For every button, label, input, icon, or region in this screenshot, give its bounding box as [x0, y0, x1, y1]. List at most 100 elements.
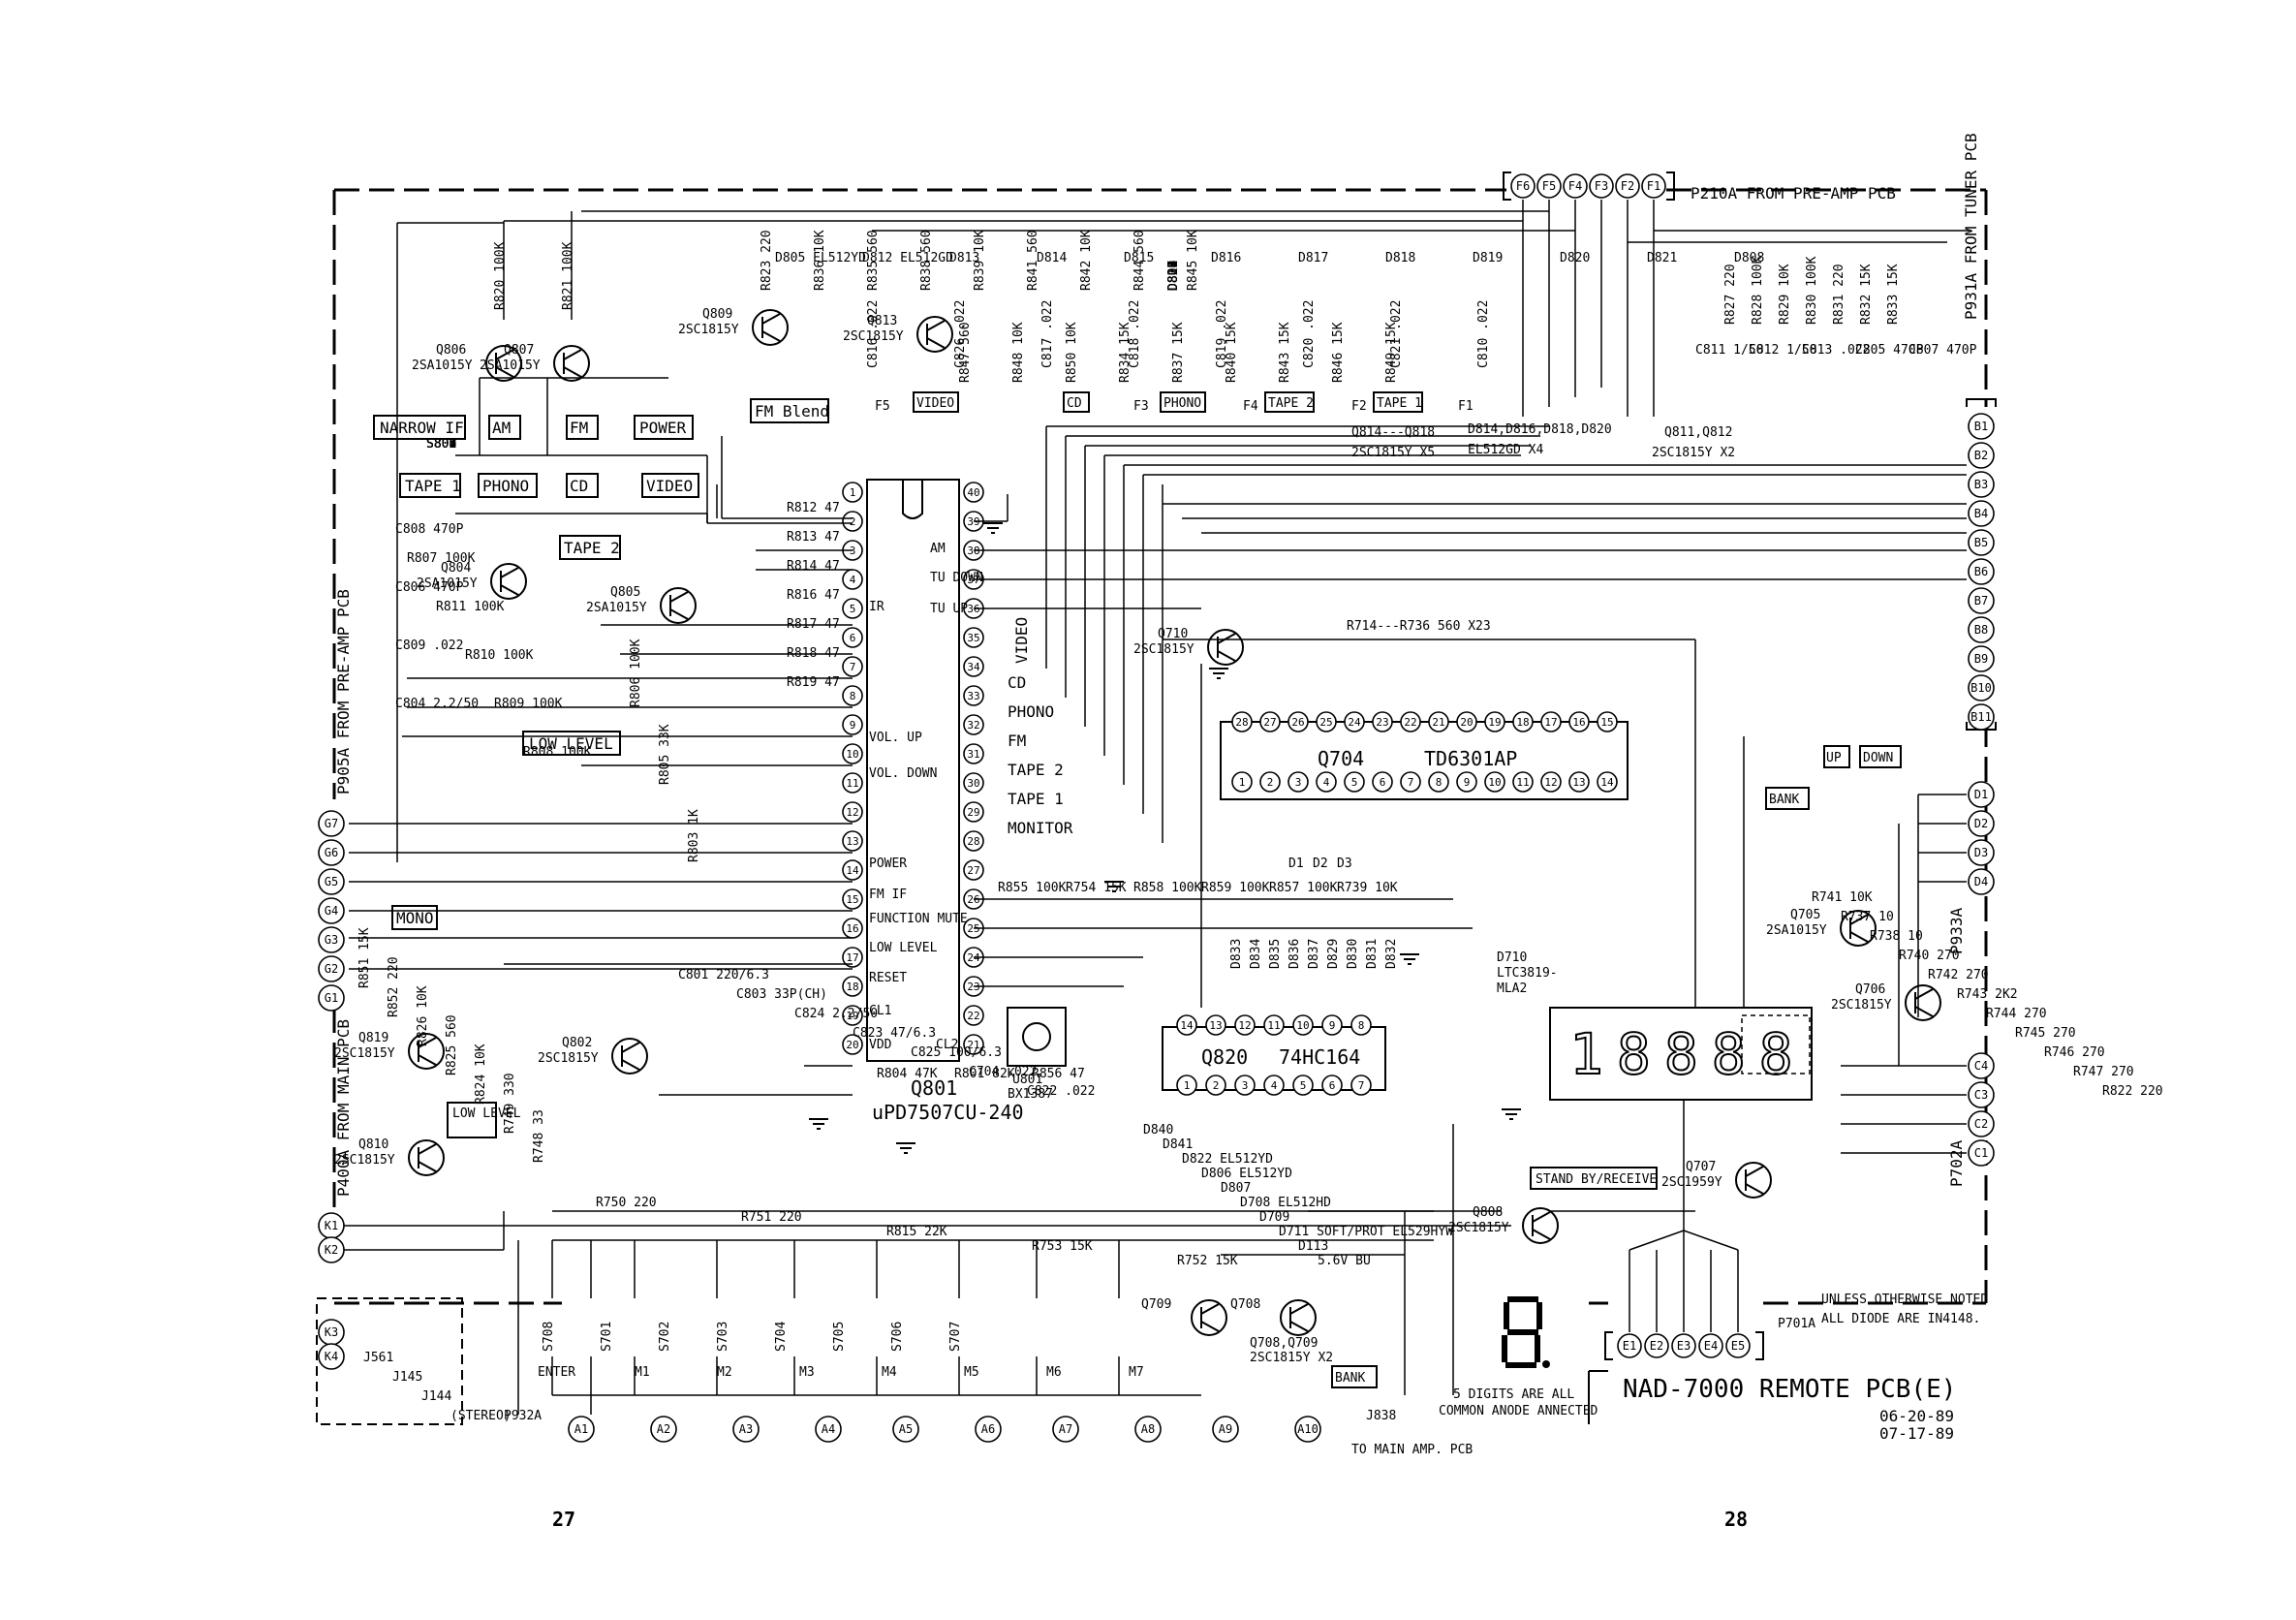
label-r812: R812 47	[787, 501, 840, 515]
label-r751: R751 220	[741, 1210, 802, 1225]
svg-text:2: 2	[1213, 1079, 1220, 1092]
svg-text:Q807: Q807	[504, 343, 534, 358]
pin-a6: A6	[975, 1416, 1002, 1443]
label-d709: D709	[1259, 1210, 1289, 1225]
svg-text:C1: C1	[1974, 1146, 1988, 1160]
svg-text:G7: G7	[325, 817, 338, 830]
q704-pin-11: 11	[1512, 771, 1534, 793]
svg-text:C3: C3	[1974, 1088, 1988, 1102]
q801-pin-1: 1	[842, 482, 863, 503]
q820-pin-12: 12	[1234, 1014, 1256, 1036]
svg-text:21: 21	[1432, 716, 1444, 729]
q801-pin-34: 34	[963, 656, 984, 677]
seven-segment-icon	[1502, 1296, 1550, 1368]
label-d806: D806 EL512YD	[1201, 1167, 1292, 1181]
svg-text:7: 7	[1358, 1079, 1365, 1092]
pin-f2: F2	[1615, 173, 1640, 199]
pin-b2: B2	[1968, 442, 1995, 469]
q704-pin-5: 5	[1344, 771, 1365, 793]
ground-icon	[1400, 953, 1419, 965]
pin-a10: A10	[1294, 1416, 1321, 1443]
pin-e3: E3	[1671, 1333, 1696, 1358]
q801-ref: Q801	[911, 1076, 957, 1100]
label-m6: M6	[1046, 1365, 1062, 1380]
label-r748: R748 33	[532, 1109, 546, 1163]
pin-a2: A2	[650, 1416, 677, 1443]
p932a-label: P932A	[504, 1409, 542, 1423]
svg-text:LOW LEVEL: LOW LEVEL	[452, 1106, 521, 1121]
label-r838: R838 560	[919, 230, 934, 291]
svg-text:18: 18	[846, 981, 858, 993]
pin-b6: B6	[1968, 558, 1995, 585]
label-5.6v: 5.6V BU	[1318, 1254, 1371, 1268]
q801-pin-7: 7	[842, 656, 863, 677]
svg-text:10: 10	[846, 748, 858, 761]
ground-icon	[1502, 1108, 1521, 1120]
page-number-right: 28	[1724, 1508, 1748, 1531]
label-c822: C822 .022	[1027, 1084, 1095, 1099]
label-r813: R813 47	[787, 530, 840, 545]
label-r745: R745 270	[2015, 1026, 2076, 1041]
svg-text:2SC1815Y: 2SC1815Y	[334, 1153, 395, 1168]
display-digits: 18888	[1569, 1021, 1807, 1087]
ground-symbols	[809, 522, 1521, 1154]
label-s705: S705	[832, 1322, 847, 1352]
j838-label: J838	[1366, 1409, 1396, 1423]
label-m7: M7	[1129, 1365, 1144, 1380]
label-d831: D831	[1365, 939, 1380, 969]
label-d815: D815	[1124, 251, 1154, 265]
label-d802: D802	[1166, 261, 1181, 291]
label-d807: D807	[1221, 1181, 1251, 1196]
label-d804: D804	[1166, 261, 1181, 291]
label-r753: R753 15K	[1032, 1239, 1093, 1254]
q820-pin-2: 2	[1205, 1075, 1226, 1096]
q801-part: uPD7507CU-240	[872, 1101, 1024, 1124]
label-r837: R837 15K	[1171, 322, 1186, 383]
svg-text:23: 23	[1376, 716, 1388, 729]
svg-text:24: 24	[1348, 716, 1361, 729]
svg-text:2SA1015Y: 2SA1015Y	[417, 576, 478, 591]
label-d819: D819	[1473, 251, 1503, 265]
label-d3: D3	[1337, 857, 1352, 871]
q801-pin-16: 16	[842, 918, 863, 939]
svg-text:F4: F4	[1243, 399, 1258, 414]
svg-text:FUNCTION MUTE: FUNCTION MUTE	[869, 912, 968, 926]
svg-text:ALL DIODE ARE IN4148.: ALL DIODE ARE IN4148.	[1821, 1312, 1980, 1326]
svg-text:Q806: Q806	[436, 343, 466, 358]
svg-text:8: 8	[1358, 1019, 1365, 1032]
svg-text:Q810: Q810	[358, 1137, 388, 1152]
pin-k3: K3	[318, 1319, 345, 1346]
svg-text:10: 10	[1296, 1019, 1309, 1032]
p931a-label: P931A FROM TUNER PCB	[1962, 133, 1980, 320]
svg-text:19: 19	[846, 1010, 858, 1022]
svg-text:27: 27	[1263, 716, 1276, 729]
pin-k2: K2	[318, 1236, 345, 1263]
q704-pin-26: 26	[1288, 711, 1309, 732]
svg-text:Q809: Q809	[702, 307, 732, 322]
label-m5: M5	[964, 1365, 979, 1380]
svg-text:2SC1815Y: 2SC1815Y	[1448, 1221, 1509, 1235]
pin-b3: B3	[1968, 471, 1995, 498]
label-r811: R811 100K	[436, 600, 505, 614]
svg-text:06-20-89: 06-20-89	[1879, 1407, 1954, 1425]
label-s803: S803	[426, 437, 456, 452]
label-d812: D812 EL512GD	[862, 251, 953, 265]
svg-text:TAPE 2: TAPE 2	[1008, 761, 1064, 779]
label-r738: R738 10	[1870, 929, 1923, 944]
q801-pin-6: 6	[842, 627, 863, 648]
svg-text:POWER: POWER	[639, 419, 687, 437]
q704-pin-12: 12	[1540, 771, 1562, 793]
svg-text:20: 20	[1460, 716, 1473, 729]
svg-text:K4: K4	[325, 1350, 338, 1363]
q704-pin-17: 17	[1540, 711, 1562, 732]
svg-text:5: 5	[1300, 1079, 1307, 1092]
label-d1: D1	[1288, 857, 1304, 871]
svg-text:C4: C4	[1974, 1059, 1988, 1073]
svg-text:STAND BY/RECEIVE: STAND BY/RECEIVE	[1536, 1172, 1657, 1187]
q801-pin-30: 30	[963, 772, 984, 794]
svg-text:F1: F1	[1458, 399, 1474, 414]
label-r845: R845 10K	[1186, 230, 1200, 291]
